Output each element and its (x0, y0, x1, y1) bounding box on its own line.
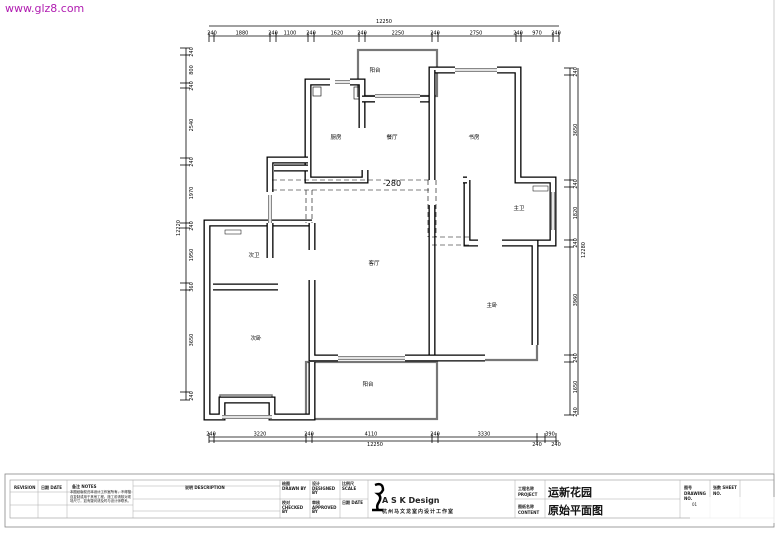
left-dimension-label: 2540 (189, 119, 195, 132)
top-total-label: 12250 (376, 19, 392, 25)
right-dimension-label: 240 (573, 407, 579, 417)
top-dimension-label: 240 (513, 31, 523, 37)
top-dimension-label: 240 (207, 31, 217, 37)
kitchen-fixture (312, 86, 322, 97)
bottom-dimension-label: 4110 (365, 432, 378, 438)
top-dimension-label: 970 (532, 31, 542, 37)
date-label: 日期 DATE (342, 500, 363, 505)
bottom-dimension-label: 240 (206, 432, 216, 438)
stove-fixture (353, 86, 360, 100)
right-dimension-label: 240 (573, 353, 579, 363)
room-label-second-bedroom: 次卧 (250, 334, 262, 342)
top-dimension-label: 1880 (236, 31, 249, 37)
left-dimension-label: 240 (189, 221, 195, 231)
date-header: 日期 DATE (41, 485, 62, 490)
room-label-kitchen: 厨房 (330, 133, 342, 141)
right-dimension-label: 240 (573, 67, 579, 77)
room-label-second-bath: 次卫 (248, 251, 260, 259)
top-dimension-label: 240 (551, 31, 561, 37)
left-dimension-label: 240 (189, 81, 195, 91)
room-label-dining: 餐厅 (386, 133, 398, 141)
room-label-study: 书房 (468, 133, 480, 141)
site-watermark-label: www.glz8.com (5, 2, 85, 15)
room-label-level-mark: -280 (383, 179, 401, 188)
left-dimension-label: 800 (189, 65, 195, 75)
bottom-lower-label: 240 (532, 442, 542, 448)
company-name-cn: 杭州马文龙室内设计工作室 (382, 509, 455, 515)
balcony-bottom-frame (304, 360, 439, 421)
top-dimension-label: 1100 (284, 31, 297, 37)
drawing-no: 01 (692, 502, 698, 507)
notes-text: 本图纸版权归本设计工作室所有，不得擅自复制或用于其他工程。施工前请核对现场尺寸，… (70, 490, 132, 504)
right-dimension-label: 240 (573, 238, 579, 248)
wall-kitchen-top-right-core (350, 79, 365, 128)
bedroom-bay-window (485, 345, 539, 362)
checked-by-label: 校对 CHECKED BY (282, 500, 304, 514)
project-label: 工程名称 PROJECT (518, 486, 538, 497)
right-dimension-label: 1820 (573, 207, 579, 220)
wall-left-wing-core (204, 220, 315, 420)
left-dimension-label: 3650 (189, 334, 195, 347)
bottom-lower-label: 240 (551, 442, 561, 448)
top-dimension-label: 2250 (392, 31, 405, 37)
bottom-dimension-label: 390 (545, 432, 555, 438)
left-dimension-label: 240 (189, 47, 195, 57)
top-dimension-label: 240 (268, 31, 278, 37)
drawing-content: 原始平面图 (548, 504, 603, 517)
right-dimension-label: 3960 (573, 294, 579, 307)
bottom-total-label: 12250 (367, 442, 383, 448)
bottom-dimension-label: 3330 (478, 432, 491, 438)
right-dimension-label: 1650 (573, 381, 579, 394)
scale-label: 比例尺 SCALE (342, 481, 357, 491)
project-name: 运新花园 (548, 486, 592, 499)
wall-living-left (308, 280, 338, 362)
top-dimension-label: 1620 (331, 31, 344, 37)
wall-bath-left-core (464, 180, 478, 246)
right-dimension-label: 240 (573, 179, 579, 189)
left-dimension-label: 240 (189, 391, 195, 401)
approved-by-label: 审核 APPROVED BY (312, 500, 337, 514)
watermark-fade (690, 497, 775, 523)
left-dimension-label: 360 (189, 282, 195, 292)
right-dimension-label: 3650 (573, 124, 579, 137)
room-label-balcony-bottom: 阳台 (362, 380, 374, 388)
designed-by-label: 设计 DESIGNED BY (312, 481, 336, 495)
wall-living-left-core (309, 280, 338, 361)
drawing-no-label: 图号 DRAWING NO. (684, 485, 706, 501)
bottom-dimension-label: 240 (430, 432, 440, 438)
notes-header: 备注 NOTES (72, 484, 97, 489)
top-dimension-label: 240 (430, 31, 440, 37)
wall-entry-core (267, 157, 308, 192)
room-label-master-bedroom: 主卧 (486, 301, 498, 309)
left-dimension-label: 240 (189, 157, 195, 167)
bottom-dimension-label: 240 (304, 432, 314, 438)
left-dimension-label: 1970 (189, 187, 195, 200)
wall-kitchen (304, 78, 369, 184)
content-label: 图纸名称 CONTENT (518, 504, 540, 515)
top-dimension-label: 240 (306, 31, 316, 37)
top-dimension-label: 240 (357, 31, 367, 37)
company-name-en: A S K Design (382, 496, 440, 505)
left-dimension-label: 1950 (189, 249, 195, 262)
bottom-dimension-label: 3220 (254, 432, 267, 438)
room-label-master-bath: 主卫 (513, 204, 525, 212)
wall-study-bath (497, 66, 557, 247)
wall-master-right-core (502, 240, 538, 345)
second-bath-counter (224, 229, 242, 235)
left-total-label: 12220 (176, 220, 182, 236)
master-bath-counter (532, 185, 549, 192)
wall-study-bath-core (497, 67, 556, 246)
room-label-living: 客厅 (368, 259, 380, 267)
right-total-label: 12280 (581, 242, 587, 258)
wall-master-right (502, 239, 539, 345)
sheet-no-label: 张数 SHEET NO. (713, 485, 737, 496)
top-dimension-label: 2750 (470, 31, 483, 37)
description-header: 说明 DESCRIPTION (185, 485, 225, 490)
wall-kitchen-core (305, 79, 368, 183)
room-label-balcony-top: 阳台 (369, 66, 381, 74)
company-logo (372, 482, 385, 512)
revision-header: REVISION (14, 485, 36, 490)
drawn-by-label: 绘图 DRAWN BY (282, 481, 307, 491)
